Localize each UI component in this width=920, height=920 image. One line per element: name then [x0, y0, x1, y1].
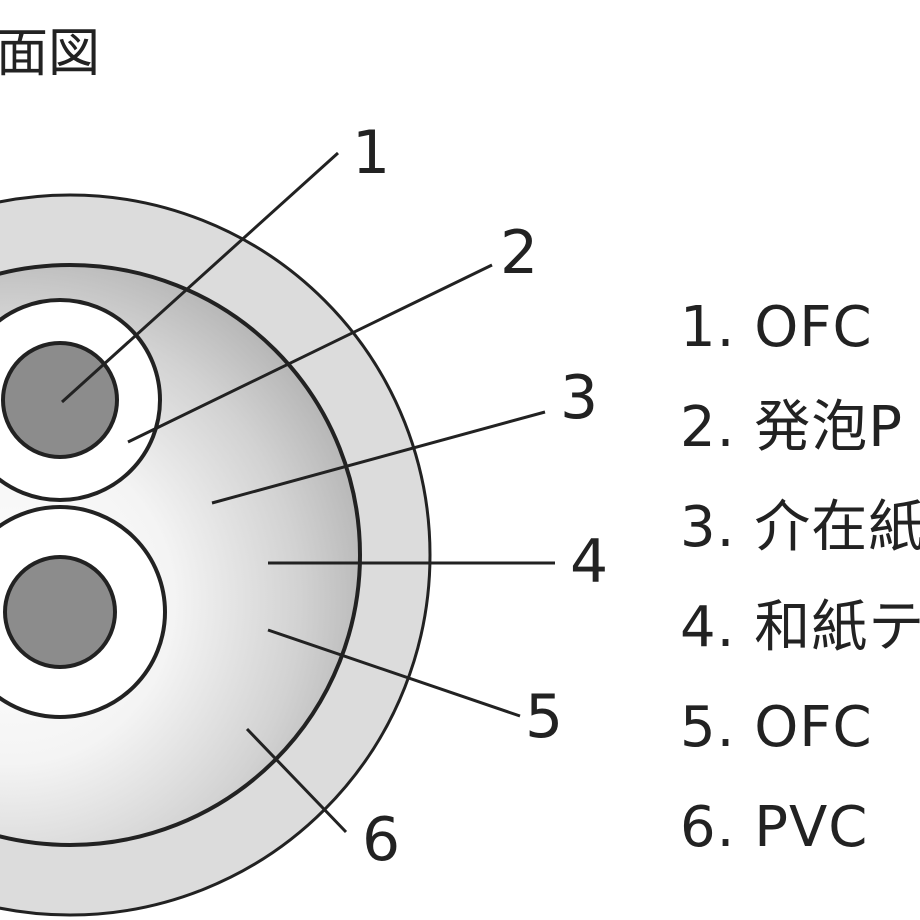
callout-number-6: 6: [362, 805, 400, 875]
callout-number-4: 4: [570, 527, 608, 597]
callout-number-1: 1: [352, 118, 390, 188]
callout-number-5: 5: [525, 682, 563, 752]
leader-line-2: [127, 263, 493, 444]
legend-item-2: 2. 発泡P: [680, 395, 903, 460]
lower-conductor: [3, 555, 117, 669]
legend-list: 1. OFC 2. 発泡P 3. 介在紙 4. 和紙テ 5. OFC 6. PV…: [680, 300, 920, 900]
leader-line-1: [60, 151, 340, 404]
legend-item-3: 3. 介在紙: [680, 495, 920, 560]
legend-item-5: 5. OFC: [680, 695, 873, 760]
legend-item-6: 6. PVC: [680, 795, 869, 860]
leader-line-6: [245, 727, 348, 834]
legend-item-4: 4. 和紙テ: [680, 595, 920, 660]
leader-line-3: [211, 410, 546, 505]
callout-number-3: 3: [560, 363, 598, 433]
callout-number-2: 2: [500, 218, 538, 288]
legend-item-1: 1. OFC: [680, 300, 873, 360]
diagram-title: 面図: [0, 24, 101, 84]
upper-conductor: [1, 341, 119, 459]
leader-line-5: [267, 628, 521, 718]
